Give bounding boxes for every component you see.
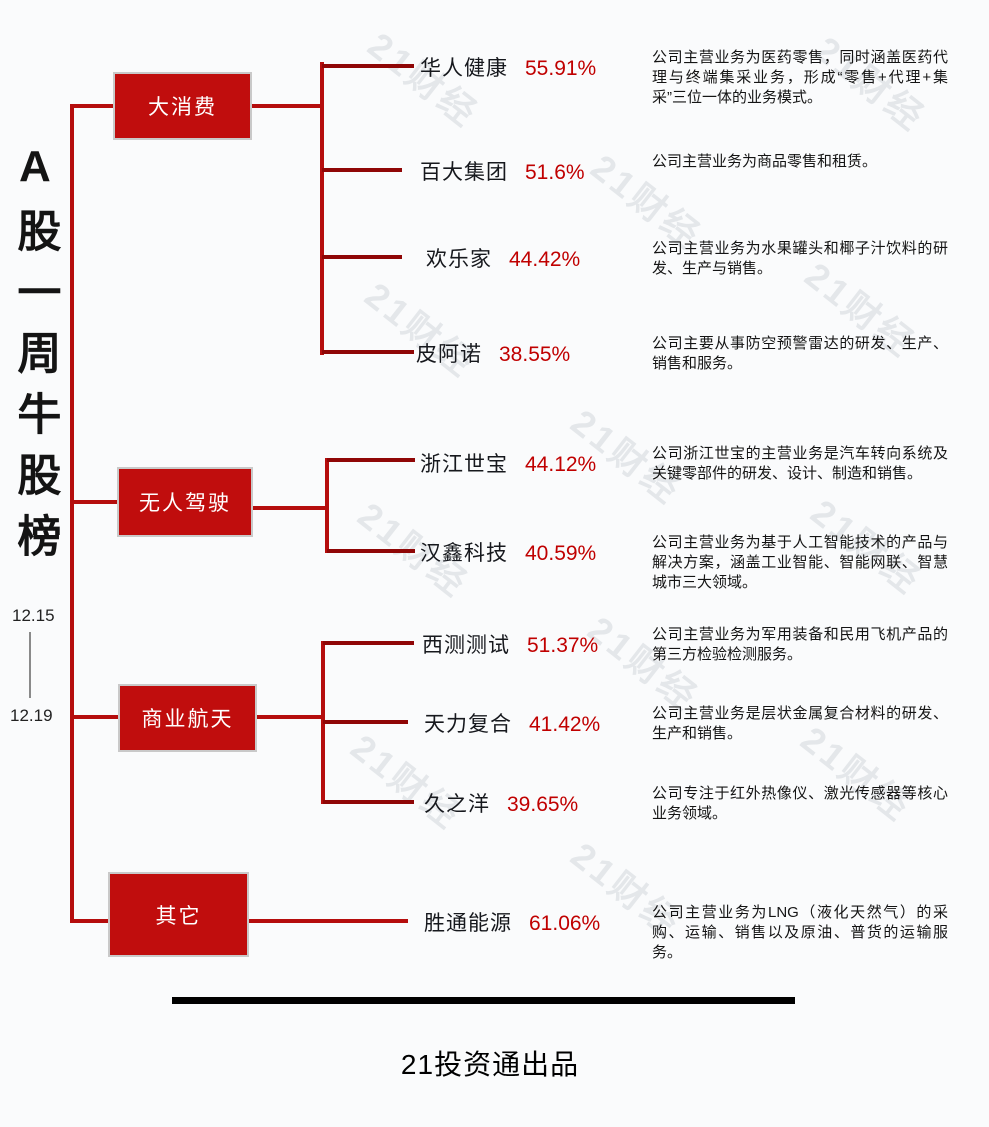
stock-name: 汉鑫科技 [420,542,508,565]
stock-name: 皮阿诺 [416,343,482,366]
stock-row: 皮阿诺 38.55% [416,338,570,368]
stock-description: 公司主营业务为水果罐头和椰子汁饮料的研发、生产与销售。 [652,240,948,277]
stock-row: 久之洋 39.65% [424,788,578,818]
footer-credit: 21投资通出品 [400,1049,580,1080]
stock-row: 华人健康 55.91% [420,52,596,82]
stock-weekly-gain: 44.42% [509,248,581,271]
stock-weekly-gain: 39.65% [507,793,579,816]
stock-description: 公司主营业务为基于人工智能技术的产品与解决方案，涵盖工业智能、智能网联、智慧城市… [652,534,948,591]
tree-trunk-branch [325,458,329,553]
stock-weekly-gain: 40.59% [525,542,597,565]
category-label: 其它 [155,904,202,928]
stock-description: 公司主营业务为军用装备和民用飞机产品的第三方检验检测服务。 [652,626,948,663]
stock-row: 西测测试 51.37% [422,629,598,659]
stock-description: 公司主营业务为医药零售，同时涵盖医药代理与终端集采业务，形成“零售+代理+集采”… [652,49,948,106]
stock-weekly-gain: 44.12% [525,453,597,476]
tree-connector [72,715,118,719]
stock-name: 欢乐家 [426,248,492,271]
footer-divider-bar [172,997,795,1004]
stock-weekly-gain: 51.37% [527,634,599,657]
tree-connector [257,715,323,719]
tree-connector [253,506,327,510]
stock-row: 胜通能源 61.06% [424,907,600,937]
stock-row: 汉鑫科技 40.59% [420,537,596,567]
stock-name: 天力复合 [424,713,512,736]
tree-stub [323,720,408,724]
stock-row: 天力复合 41.42% [424,708,600,738]
tree-stub [327,549,415,553]
tree-connector [72,500,117,504]
stock-name: 百大集团 [420,161,508,184]
stock-description: 公司主营业务是层状金属复合材料的研发、生产和销售。 [652,705,948,742]
date-range-divider [29,632,31,698]
stock-description: 公司浙江世宝的主营业务是汽车转向系统及关键零部件的研发、设计、制造和销售。 [652,445,948,482]
tree-stub [322,168,402,172]
tree-trunk-main [70,104,74,923]
category-box-consumption: 大消费 [113,72,252,140]
date-range-start: 12.15 [12,606,55,625]
category-box-autonomous-driving: 无人驾驶 [117,467,253,537]
tree-stub [322,255,402,259]
stock-row: 欢乐家 44.42% [426,243,580,273]
tree-stub [322,350,414,354]
stock-name: 西测测试 [422,634,510,657]
tree-trunk-branch [320,62,324,355]
stock-weekly-gain: 38.55% [499,343,571,366]
page-title: A股一周牛股榜 [10,142,60,574]
stock-name: 华人健康 [420,57,508,80]
tree-connector [249,919,408,923]
stock-description: 公司专注于红外热像仪、激光传感器等核心业务领域。 [652,785,948,822]
tree-connector [72,919,108,923]
tree-stub [323,800,414,804]
watermark-21caijing: 21财经 [357,274,484,386]
stock-name: 浙江世宝 [420,453,508,476]
stock-description: 公司主要从事防空预警雷达的研发、生产、销售和服务。 [652,335,948,372]
stock-name: 胜通能源 [424,912,512,935]
tree-stub [322,64,414,68]
category-label: 大消费 [148,96,217,119]
stock-row: 百大集团 51.6% [420,156,585,186]
stock-description: 公司主营业务为商品零售和租赁。 [652,153,878,170]
stock-weekly-gain: 51.6% [525,161,585,184]
tree-stub [323,641,414,645]
watermark-21caijing: 21财经 [343,726,470,838]
tree-connector [252,104,322,108]
category-label: 商业航天 [141,708,234,731]
stock-weekly-gain: 55.91% [525,57,597,80]
category-label: 无人驾驶 [139,492,231,515]
date-range-end: 12.19 [10,706,53,725]
stock-row: 浙江世宝 44.12% [420,448,596,478]
stock-name: 久之洋 [424,793,490,816]
stock-weekly-gain: 61.06% [529,912,601,935]
tree-connector [72,104,115,108]
category-box-other: 其它 [108,872,249,957]
stock-description: 公司主营业务为LNG（液化天然气）的采购、运输、销售以及原油、普货的运输服务。 [652,904,948,961]
category-box-commercial-aerospace: 商业航天 [118,684,257,752]
tree-stub [327,458,415,462]
stock-weekly-gain: 41.42% [529,713,601,736]
